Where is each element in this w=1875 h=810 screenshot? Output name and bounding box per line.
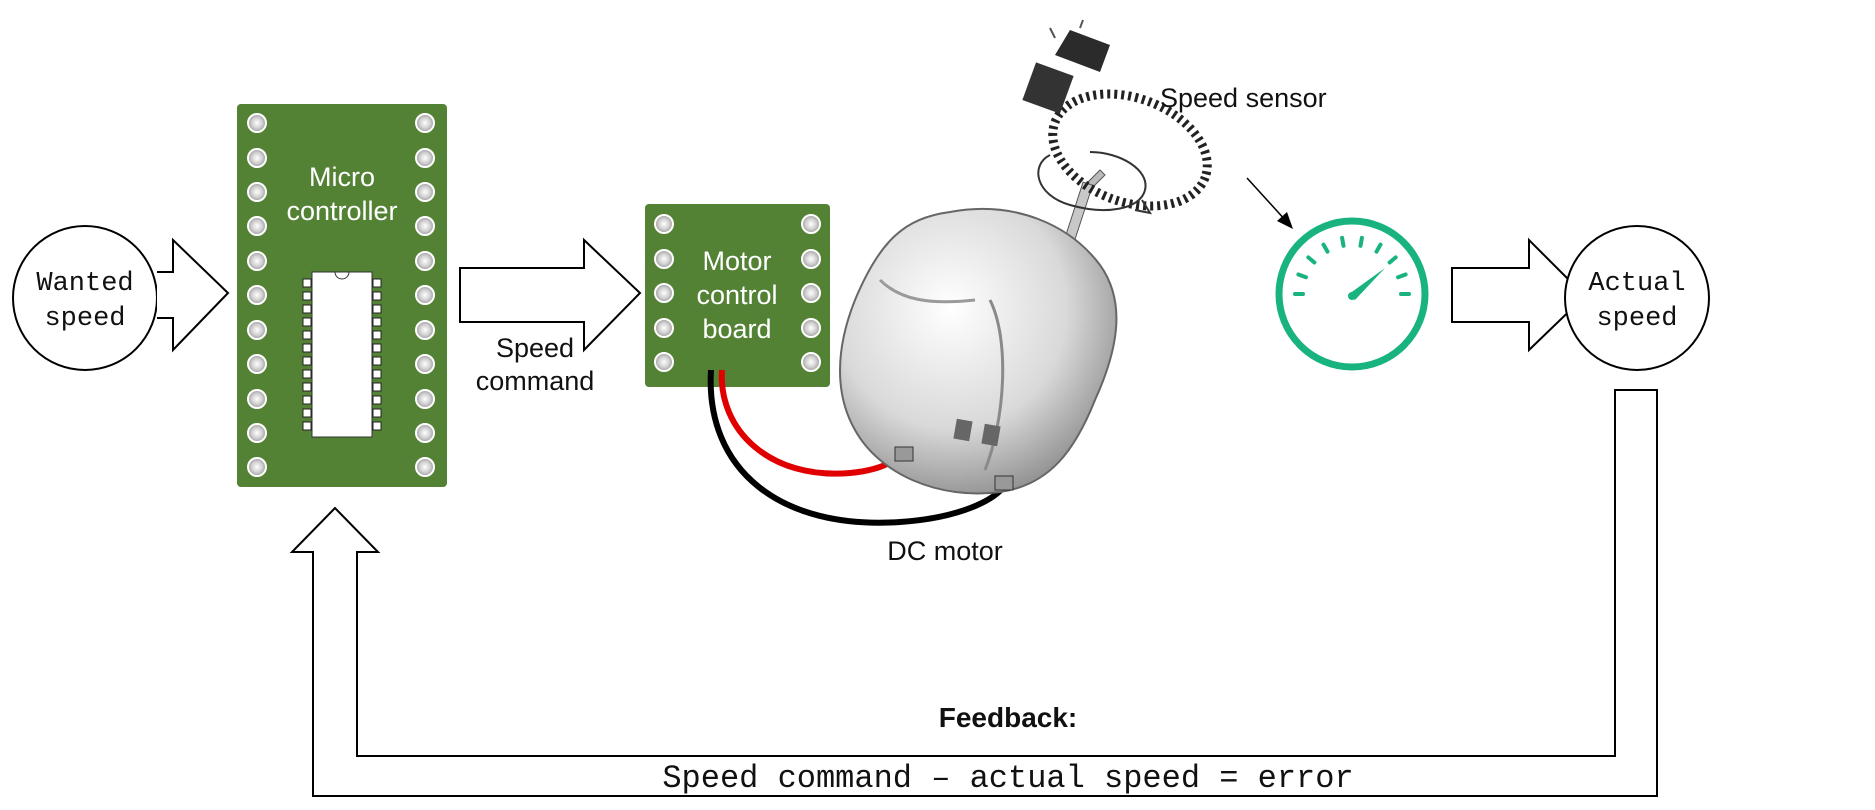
motor-board-pins-left bbox=[654, 214, 674, 372]
speed-sensor-icon bbox=[1022, 19, 1212, 211]
speed-command-label-line1: Speed bbox=[496, 333, 574, 363]
arrow-gauge-to-actual bbox=[1451, 237, 1587, 353]
wanted-speed-label-line1: Wanted bbox=[36, 269, 133, 299]
motor-board-label-line3: board bbox=[702, 314, 771, 344]
wanted-speed-label-line2: speed bbox=[44, 304, 125, 334]
speed-sensor-label: Speed sensor bbox=[1160, 83, 1327, 113]
rotation-arrow-icon bbox=[1037, 151, 1153, 215]
microcontroller-pins-left bbox=[247, 113, 267, 477]
motor-control-board: Motor control board bbox=[645, 204, 830, 387]
motor-board-label-line2: control bbox=[696, 280, 777, 310]
speedometer-icon bbox=[1275, 217, 1429, 371]
feedback-formula: Speed command – actual speed = error bbox=[662, 760, 1353, 797]
microcontroller-pins-right bbox=[415, 113, 435, 477]
arrow-micro-to-motor-board bbox=[459, 237, 642, 353]
microcontroller-label-line2: controller bbox=[286, 196, 397, 226]
motor-board-label-line1: Motor bbox=[702, 246, 771, 276]
feedback-title: Feedback: bbox=[939, 702, 1078, 733]
dc-motor-icon bbox=[839, 169, 1118, 495]
actual-speed-label-line1: Actual bbox=[1588, 269, 1685, 299]
sensor-to-gauge-arrow bbox=[1246, 177, 1293, 229]
motor-board-pins-right bbox=[801, 214, 821, 372]
speed-command-label-line2: command bbox=[476, 366, 595, 396]
microcontroller-board: Micro controller bbox=[237, 104, 447, 487]
wanted-speed-node: Wanted speed bbox=[12, 225, 158, 371]
actual-speed-node: Actual speed bbox=[1564, 225, 1710, 371]
arrow-wanted-to-micro bbox=[157, 237, 230, 353]
microcontroller-label-line1: Micro bbox=[309, 162, 375, 192]
actual-speed-label-line2: speed bbox=[1596, 304, 1677, 334]
dc-motor-label: DC motor bbox=[887, 536, 1003, 566]
microchip-icon bbox=[302, 271, 382, 438]
black-wire bbox=[707, 369, 1008, 526]
feedback-loop-arrow bbox=[289, 389, 1658, 797]
